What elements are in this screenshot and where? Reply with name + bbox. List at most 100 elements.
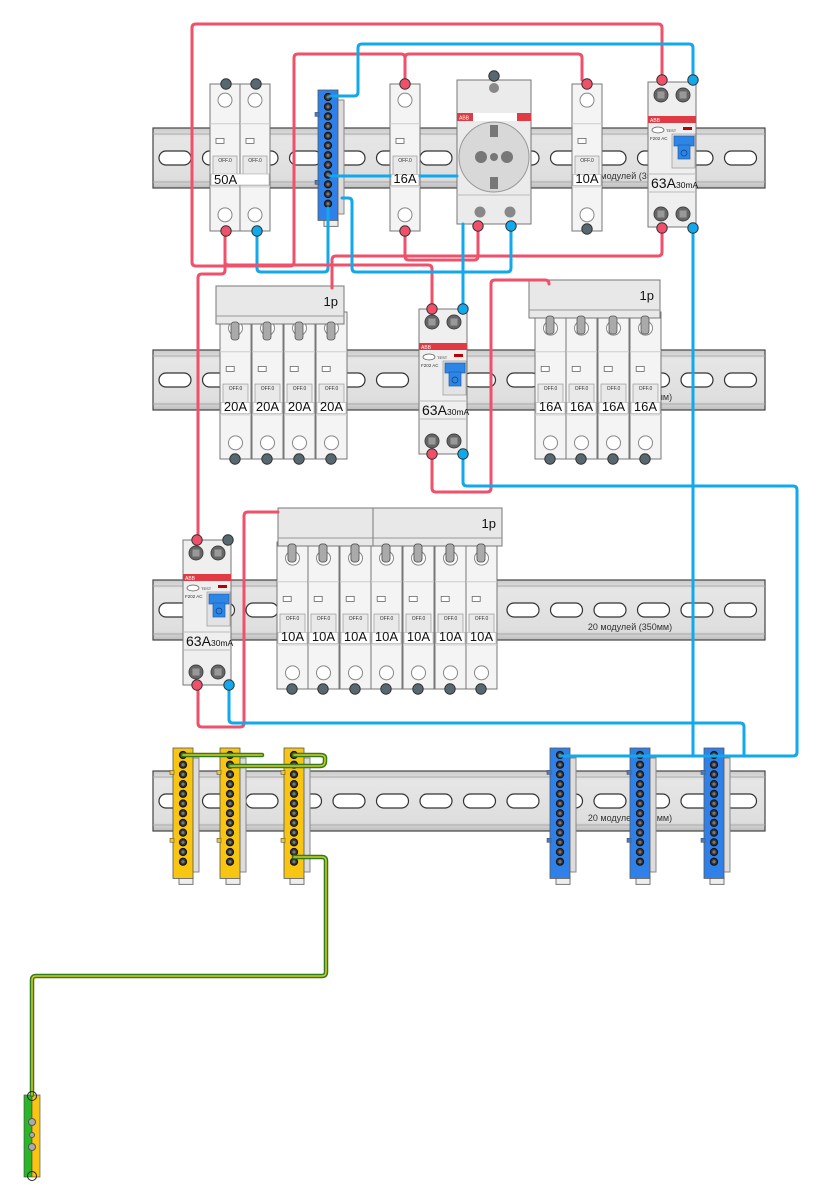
comb-label: 1p [640, 288, 654, 303]
comb-body [372, 507, 503, 547]
bus-screw-head [326, 105, 330, 109]
label-strip [630, 402, 661, 414]
terminal-dot-phase [426, 303, 438, 315]
comb-pin [476, 543, 486, 563]
terminal-dot-phase [191, 534, 203, 546]
bus-tab [626, 837, 632, 843]
screw-bottom [474, 665, 489, 681]
bus-screw-head [638, 801, 642, 806]
terminal-dot [639, 453, 651, 465]
ground-wire-stripe [31, 856, 327, 1096]
test-label: TEST [666, 128, 677, 133]
off-label: OFF.0 [317, 616, 331, 622]
bus-screw-head [181, 831, 185, 835]
bus-screw-head [558, 831, 562, 835]
bus-screw-head [326, 153, 330, 157]
bus-screw-head [181, 792, 185, 796]
rating-label: 20A [256, 399, 279, 414]
comb-pin [326, 321, 336, 341]
label-strip [566, 402, 597, 414]
rail-slot [419, 793, 453, 809]
comb-pin [350, 543, 360, 563]
rail-slot [723, 602, 758, 618]
bus-screw-head [228, 801, 232, 806]
bus-screw-head [326, 202, 330, 206]
screw-head [679, 210, 687, 218]
bus-screw-head [326, 192, 330, 196]
label-strip [390, 174, 420, 186]
label-strip [371, 632, 402, 644]
rail-slot [680, 602, 714, 618]
indicator-window [408, 595, 418, 602]
comb-pin [545, 315, 555, 335]
bus-tab [626, 770, 632, 775]
off-label: OFF.0 [218, 158, 232, 164]
bus-screw-head [712, 811, 716, 815]
comb-pin [318, 543, 328, 563]
rail-slot [506, 602, 540, 618]
terminal-dot [325, 453, 337, 465]
comb-label: 1p [482, 516, 496, 531]
bus-tab [169, 770, 175, 775]
rail-slot [332, 793, 366, 809]
bus-screw-head [181, 821, 185, 825]
rating-label: 16A [602, 399, 625, 414]
ground-end-ring [27, 1171, 37, 1181]
bus-screw-head [558, 782, 562, 786]
label-strip [277, 632, 308, 644]
indicator-window [395, 137, 405, 144]
indicator-window [603, 365, 613, 372]
test-button [422, 353, 436, 361]
bus-tab [700, 837, 706, 843]
off-label: OFF.0 [349, 616, 363, 622]
rail-slot [375, 372, 410, 388]
test-label: TEST [437, 355, 448, 360]
bus-screw-head [558, 840, 562, 844]
terminal-dot [412, 683, 424, 695]
rcd-sensitivity: 30mA [447, 407, 470, 417]
neutral-bus-top [314, 89, 345, 227]
bus-tab [280, 770, 286, 775]
rail-label: 20 модулей (350мм) [588, 171, 672, 181]
screw-bottom [292, 435, 307, 451]
terminal-dot [488, 70, 500, 82]
bus-screw-head [558, 772, 562, 777]
screw-bottom [324, 435, 339, 451]
terminal-dot-neutral [457, 303, 469, 315]
comb-pin [640, 315, 650, 335]
bus-screw-head [638, 850, 642, 854]
comb-body [528, 279, 661, 319]
ground-screw [29, 1132, 35, 1138]
terminal-dot [293, 453, 305, 465]
bus-screw-head [181, 801, 185, 806]
lever-mark [215, 607, 223, 615]
terminal-dot-phase [399, 78, 411, 90]
bus-tab [314, 112, 320, 117]
bus-screw-head [558, 763, 562, 767]
off-label: OFF.0 [325, 386, 339, 392]
terminal-dot-phase [656, 222, 668, 234]
screw-head [657, 91, 665, 99]
indicator-window [257, 365, 267, 372]
bus-screw-head [292, 811, 296, 815]
phase-wire [196, 510, 280, 729]
bus-screw-head [181, 763, 185, 767]
label-strip [316, 402, 347, 414]
off-label: OFF.0 [229, 386, 243, 392]
rating-label: 10A [344, 629, 367, 644]
screw-head [214, 549, 222, 557]
comb-pin [262, 321, 272, 341]
terminal-dot-neutral [687, 74, 699, 86]
ground-bus [216, 747, 247, 885]
bus-screw-head [292, 850, 296, 854]
bus-screw-head [558, 801, 562, 806]
socket-band [457, 113, 531, 121]
rating-label: 16A [539, 399, 562, 414]
neutral-bus [700, 747, 731, 885]
